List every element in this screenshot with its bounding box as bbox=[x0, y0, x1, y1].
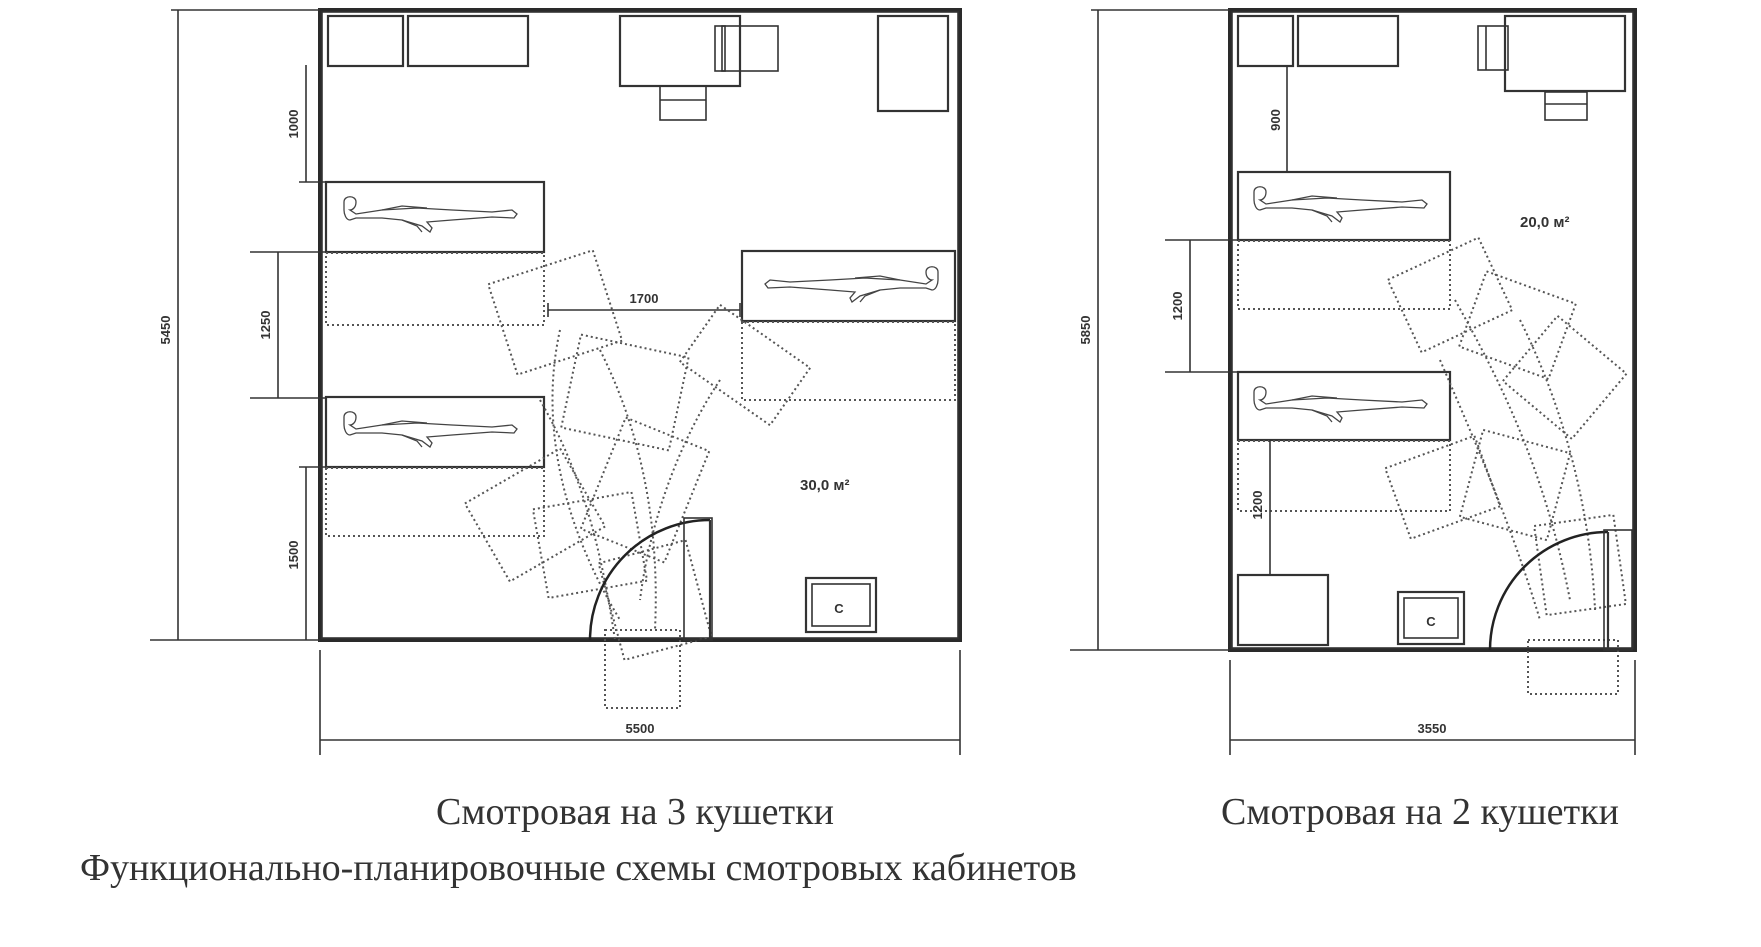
dim-1200-b: 1200 bbox=[1250, 491, 1265, 520]
examination-couch bbox=[1236, 170, 1452, 242]
dim-total-height-right: 5850 bbox=[1078, 316, 1093, 345]
door-swing bbox=[588, 518, 711, 641]
cabinet bbox=[876, 14, 950, 113]
sink bbox=[1396, 590, 1466, 646]
patient-figure bbox=[1253, 186, 1428, 223]
chair bbox=[721, 25, 779, 72]
dim-total-width-right: 3550 bbox=[1418, 721, 1447, 736]
cabinet bbox=[1296, 14, 1400, 68]
cabinet bbox=[1236, 14, 1295, 68]
desk bbox=[1503, 14, 1627, 93]
cabinet bbox=[326, 14, 405, 68]
maneuver-zone bbox=[463, 249, 812, 709]
dim-900: 900 bbox=[1268, 109, 1283, 131]
caption-plan-right: Смотровая на 2 кушетки bbox=[1221, 791, 1619, 833]
sink-label: C bbox=[834, 601, 844, 616]
sink bbox=[804, 576, 878, 634]
plan-left: 1700 C 30,0 м² 5450 bbox=[150, 8, 962, 833]
dim-1700: 1700 bbox=[630, 291, 659, 306]
examination-couch bbox=[740, 249, 957, 323]
caption-plan-left: Смотровая на 3 кушетки bbox=[436, 791, 834, 833]
dim-1500: 1500 bbox=[286, 541, 301, 570]
patient-figure bbox=[1253, 386, 1428, 423]
chair bbox=[1544, 91, 1588, 121]
dim-1250: 1250 bbox=[258, 311, 273, 340]
cabinet bbox=[406, 14, 530, 68]
dim-total-height-left: 5450 bbox=[158, 316, 173, 345]
examination-couch bbox=[324, 395, 546, 469]
room-left-walls bbox=[318, 8, 962, 642]
room-area-right: 20,0 м² bbox=[1520, 214, 1569, 231]
patient-figure bbox=[764, 266, 939, 303]
door-swing bbox=[1488, 530, 1609, 651]
patient-figure bbox=[343, 411, 518, 448]
maneuver-zone bbox=[1383, 236, 1628, 695]
plan-right: 20,0 м² C 5850 900 bbox=[1070, 8, 1637, 833]
chair bbox=[1477, 25, 1509, 71]
sink-label: C bbox=[1426, 614, 1436, 629]
examination-couch bbox=[324, 180, 546, 254]
dim-total-width-left: 5500 bbox=[626, 721, 655, 736]
figure-caption: Функционально-планировочные схемы смотро… bbox=[80, 847, 1077, 889]
room-area-left: 30,0 м² bbox=[800, 477, 849, 494]
room-right-walls bbox=[1228, 8, 1637, 652]
dim-1000: 1000 bbox=[286, 110, 301, 139]
cabinet bbox=[1236, 573, 1330, 647]
chair bbox=[659, 85, 707, 121]
dim-1200-a: 1200 bbox=[1170, 292, 1185, 321]
examination-couch bbox=[1236, 370, 1452, 442]
patient-figure bbox=[343, 196, 518, 233]
